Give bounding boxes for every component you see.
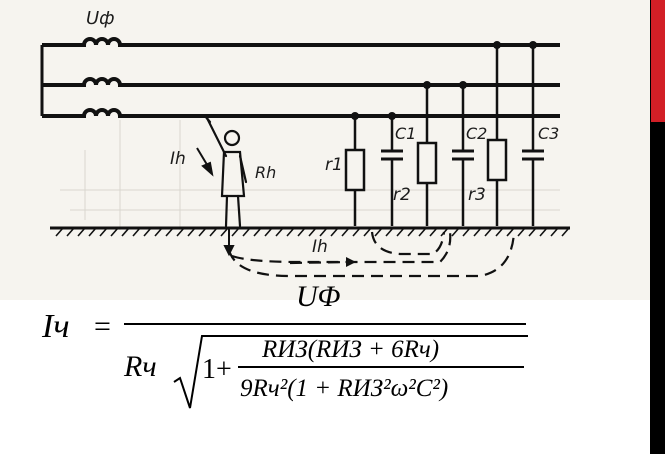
ground-hatch-stroke (132, 227, 141, 237)
coil-phase-2 (42, 77, 124, 87)
ground-hatch-stroke (561, 227, 570, 237)
ground-hatch-stroke (121, 227, 130, 237)
ground-hatch-stroke (154, 227, 163, 237)
ground-hatch-stroke (341, 227, 350, 237)
ground-hatch-stroke (143, 227, 152, 237)
ground-hatch-stroke (506, 227, 515, 237)
coil-phase-1 (42, 37, 124, 47)
label-u-phase: Uф (86, 8, 115, 29)
formula-one-plus: 1+ (202, 354, 232, 385)
formula-inner-fraction-bar (238, 366, 524, 368)
ground-hatch-stroke (484, 227, 493, 237)
ground-hatch-stroke (352, 227, 361, 237)
label-c1: C1 (395, 124, 416, 143)
label-r3: r3 (468, 185, 486, 205)
person-figure (203, 114, 248, 228)
right-edge-red-accent (651, 0, 665, 122)
ground-hatch-stroke (275, 227, 284, 237)
ground-hatch-stroke (385, 227, 394, 237)
label-c2: C2 (466, 124, 487, 143)
ground-hatch-stroke (539, 227, 548, 237)
ground-hatch-stroke (187, 227, 196, 237)
ground-hatch-stroke (462, 227, 471, 237)
formula-lhs: Iч (42, 308, 70, 345)
person-left-leg (224, 194, 229, 228)
square-root-sign (173, 335, 528, 409)
label-i-h: Ih (170, 149, 186, 169)
resistor-r1 (344, 148, 366, 192)
label-r1: r1 (325, 155, 343, 175)
ground-current-arrow (346, 257, 356, 267)
ground-hatch-stroke (231, 227, 240, 237)
person-arm-lower (238, 154, 248, 184)
ground-hatch-stroke (297, 227, 306, 237)
ground-hatching (55, 227, 570, 237)
ground-hatch-stroke (418, 227, 427, 237)
phase-coils (40, 37, 124, 118)
ground-hatch-stroke (473, 227, 482, 237)
ground-hatch-stroke (308, 227, 317, 237)
ground-current-path (227, 231, 516, 278)
ground-hatch-stroke (198, 227, 207, 237)
ground-hatch-stroke (429, 227, 438, 237)
ground-hatch-stroke (165, 227, 174, 237)
person-raised-arm (205, 116, 228, 158)
arrow-head-body-current (201, 161, 214, 177)
formula-denominator-prefix: Rч (124, 350, 157, 383)
ground-hatch-stroke (528, 227, 537, 237)
ground-hatch-stroke (99, 227, 108, 237)
ground-hatch-stroke (330, 227, 339, 237)
ground (50, 226, 570, 237)
ground-hatch-stroke (209, 227, 218, 237)
ground-hatch-stroke (242, 227, 251, 237)
formula-numerator: UΦ (296, 280, 341, 313)
resistors (344, 138, 508, 192)
ground-hatch-stroke (517, 227, 526, 237)
ground-hatch-stroke (77, 227, 86, 237)
ground-hatch-stroke (550, 227, 559, 237)
formula-main-fraction-bar (124, 323, 526, 325)
faint-background-lines (60, 120, 560, 230)
formula-inner-numerator: RИЗ(RИЗ + 6Rч) (262, 336, 440, 363)
capacitors (381, 149, 544, 161)
ground-hatch-stroke (88, 227, 97, 237)
person-right-leg (236, 194, 242, 228)
label-c3: C3 (538, 124, 559, 143)
ground-hatch-stroke (396, 227, 405, 237)
current-arrows (196, 147, 235, 257)
label-r-h: Rh (255, 163, 276, 182)
ground-hatch-stroke (440, 227, 449, 237)
junction-dots (351, 41, 537, 120)
ground-hatch-stroke (363, 227, 372, 237)
ground-hatch-stroke (264, 227, 273, 237)
person-head (223, 129, 241, 147)
person-torso (220, 150, 246, 198)
ground-hatch-stroke (253, 227, 262, 237)
ground-hatch-stroke (55, 227, 64, 237)
ground-hatch-stroke (286, 227, 295, 237)
ground-hatch-stroke (220, 227, 229, 237)
ground-hatch-stroke (495, 227, 504, 237)
formula-inner-denominator: 9Rч²(1 + RИЗ²ω²C²) (240, 375, 449, 402)
ground-hatch-stroke (176, 227, 185, 237)
coil-phase-3 (42, 108, 124, 118)
ground-hatch-stroke (374, 227, 383, 237)
ground-hatch-stroke (319, 227, 328, 237)
ground-hatch-stroke (451, 227, 460, 237)
resistor-r2 (416, 141, 438, 185)
label-r2: r2 (393, 185, 411, 205)
formula-equals: = (94, 310, 111, 343)
ground-hatch-stroke (66, 227, 75, 237)
circuit-diagram: Uф Ih Rh r1 r2 r3 C1 C2 C3 Ih (0, 0, 650, 300)
ground-hatch-stroke (407, 227, 416, 237)
diagram-labels: Uф Ih Rh r1 r2 r3 C1 C2 C3 Ih (86, 8, 559, 257)
resistor-r3 (486, 138, 508, 182)
ground-hatch-stroke (110, 227, 119, 237)
label-i-h-ground: Ih (312, 237, 328, 257)
phase-wires (124, 43, 560, 118)
